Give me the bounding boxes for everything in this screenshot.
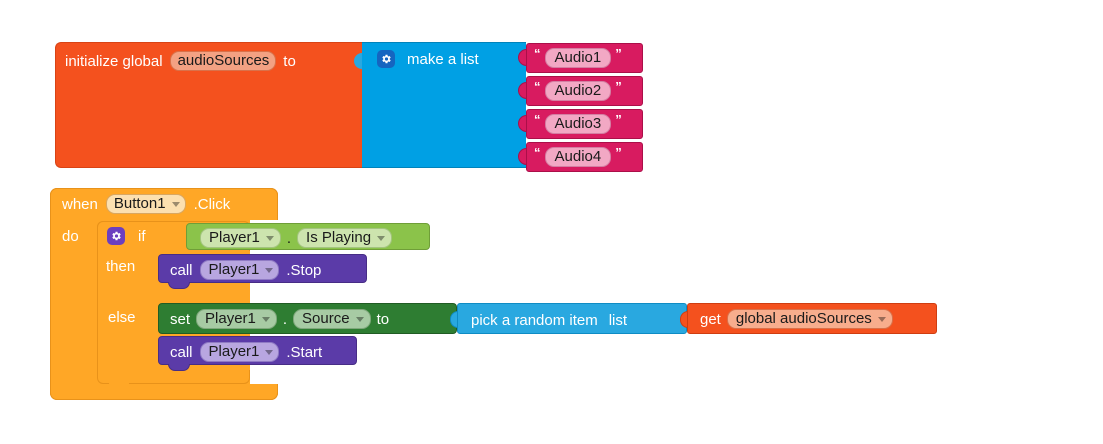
gear-icon[interactable] (377, 50, 395, 68)
text-value: Audio4 (554, 148, 602, 165)
setter-to-label: to (376, 310, 390, 328)
property-dropdown-is-playing[interactable]: Is Playing (297, 228, 393, 248)
component-name: Player1 (208, 261, 260, 278)
chevron-down-icon (265, 268, 274, 273)
property-name: Is Playing (306, 229, 372, 246)
chevron-down-icon (265, 236, 274, 241)
open-quote-icon: “ (534, 46, 541, 61)
text-value: Audio2 (554, 82, 602, 99)
text-block-content: “ Audio3 ” (534, 113, 622, 135)
gear-icon[interactable] (107, 227, 125, 245)
pick-a-random-item-block[interactable] (457, 303, 687, 334)
text-block-content: “ Audio1 ” (534, 47, 622, 69)
global-variable-name-text: audioSources (177, 52, 270, 69)
text-value: Audio1 (554, 49, 602, 66)
get-keyword: get (700, 310, 721, 328)
initialize-global-to-label: to (283, 52, 296, 70)
component-dropdown-player1[interactable]: Player1 (199, 342, 280, 362)
component-name: Player1 (209, 229, 260, 246)
global-variable-name-field[interactable]: audioSources (169, 51, 277, 71)
text-value-field[interactable]: Audio3 (544, 114, 612, 134)
pick-random-list-arg-label: list (608, 311, 628, 329)
make-a-list-header: make a list (377, 48, 479, 70)
pick-random-connector (450, 311, 459, 328)
component-dropdown-player1[interactable]: Player1 (196, 309, 277, 329)
close-quote-icon: ” (615, 112, 622, 127)
text-block-content: “ Audio2 ” (534, 80, 622, 102)
when-label: when (62, 195, 98, 213)
component-name: Player1 (208, 343, 260, 360)
event-name-label: .Click (193, 195, 231, 213)
call-keyword: call (170, 261, 193, 279)
component-name: Player1 (205, 310, 256, 327)
condition-row: Player1 . Is Playing (200, 228, 393, 248)
open-quote-icon: “ (534, 145, 541, 160)
open-quote-icon: “ (534, 79, 541, 94)
open-quote-icon: “ (534, 112, 541, 127)
text-value: Audio3 (554, 115, 602, 132)
do-label: do (62, 228, 79, 245)
then-label: then (106, 258, 136, 275)
block-connector-bump (168, 282, 190, 289)
text-value-field[interactable]: Audio4 (544, 147, 612, 167)
setter-row: set Player1 . Source to (170, 309, 389, 329)
component-dropdown-button1[interactable]: Button1 (105, 194, 186, 214)
chevron-down-icon (265, 350, 274, 355)
chevron-down-icon (355, 317, 364, 322)
chevron-down-icon (261, 317, 270, 322)
close-quote-icon: ” (615, 46, 622, 61)
property-dropdown-source[interactable]: Source (293, 309, 371, 329)
if-label: if (138, 227, 146, 245)
when-block-foot (50, 384, 278, 400)
close-quote-icon: ” (615, 145, 622, 160)
when-header-row: when Button1 .Click (62, 194, 230, 214)
else-label: else (108, 309, 136, 326)
call-stop-row: call Player1 .Stop (170, 260, 321, 280)
method-name-label: .Stop (286, 261, 322, 279)
property-name: Source (302, 310, 350, 327)
method-name-label: .Start (286, 343, 323, 361)
block-connector-bump (168, 364, 190, 371)
chevron-down-icon (171, 202, 180, 207)
get-global-row: get global audioSources (700, 309, 893, 329)
text-block-content: “ Audio4 ” (534, 146, 622, 168)
initialize-global-keyword: initialize global (65, 52, 163, 70)
text-value-field[interactable]: Audio2 (544, 81, 612, 101)
initialize-global-header: initialize global audioSources to (65, 51, 296, 71)
variable-name: global audioSources (735, 310, 872, 327)
chevron-down-icon (377, 236, 386, 241)
make-a-list-label: make a list (407, 50, 479, 68)
initialize-global-value-socket (352, 50, 362, 72)
get-global-connector (680, 311, 689, 328)
chevron-down-icon (877, 317, 886, 322)
text-value-field[interactable]: Audio1 (544, 48, 612, 68)
component-dropdown-player1[interactable]: Player1 (200, 228, 281, 248)
if-header-row: if (107, 226, 146, 246)
property-separator: . (282, 310, 288, 328)
component-dropdown-player1[interactable]: Player1 (199, 260, 280, 280)
property-separator: . (286, 229, 292, 247)
call-start-row: call Player1 .Start (170, 342, 322, 362)
close-quote-icon: ” (615, 79, 622, 94)
call-keyword: call (170, 343, 193, 361)
pick-random-label: pick a random item (471, 311, 598, 329)
variable-dropdown-global-audiosources[interactable]: global audioSources (726, 309, 893, 329)
component-name: Button1 (113, 195, 166, 212)
pick-random-row: pick a random item list (471, 310, 627, 330)
set-keyword: set (170, 310, 191, 328)
